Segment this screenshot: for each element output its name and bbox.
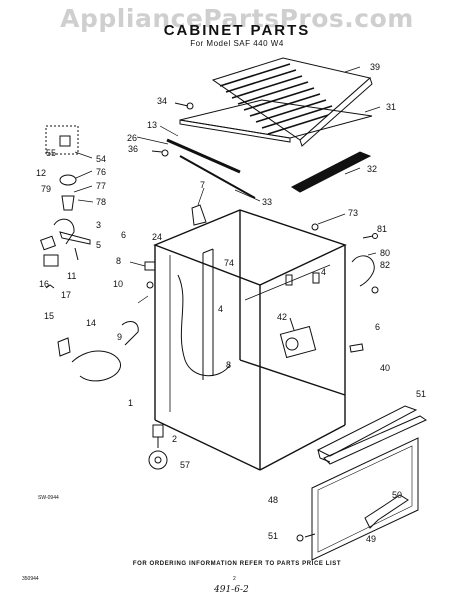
callout-74: 74 bbox=[224, 258, 234, 268]
callout-42: 42 bbox=[277, 312, 287, 322]
callout-5: 5 bbox=[96, 240, 101, 250]
callout-12: 12 bbox=[36, 168, 46, 178]
callout-78: 78 bbox=[96, 197, 106, 207]
page-number: 2 bbox=[233, 576, 236, 582]
callout-1: 1 bbox=[128, 398, 133, 408]
callout-80: 80 bbox=[380, 248, 390, 258]
callout-34: 34 bbox=[157, 96, 167, 106]
callout-2: 2 bbox=[172, 434, 177, 444]
motor bbox=[279, 317, 317, 359]
bracket-7 bbox=[191, 204, 207, 226]
wire-harness bbox=[177, 274, 231, 377]
callout-16: 16 bbox=[39, 279, 49, 289]
callout-39: 39 bbox=[370, 62, 380, 72]
callout-73: 73 bbox=[348, 208, 358, 218]
callout-57: 57 bbox=[180, 460, 190, 470]
callout-48: 48 bbox=[268, 495, 278, 505]
ordering-footer: FOR ORDERING INFORMATION REFER TO PARTS … bbox=[132, 561, 342, 567]
callout-14: 14 bbox=[86, 318, 96, 328]
callout-11: 11 bbox=[67, 271, 76, 281]
callout-9: 9 bbox=[117, 332, 122, 342]
callout-81: 81 bbox=[377, 224, 387, 234]
watermark: AppliancePartsPros.com bbox=[60, 4, 414, 33]
callout-51: 51 bbox=[416, 389, 426, 399]
callout-76: 76 bbox=[96, 167, 106, 177]
callout-79: 79 bbox=[41, 184, 51, 194]
callout-40: 40 bbox=[380, 363, 390, 373]
screw-36 bbox=[151, 149, 169, 157]
callout-15: 15 bbox=[44, 311, 54, 321]
left-parts-group bbox=[40, 125, 156, 382]
lower-access-panel bbox=[296, 437, 419, 561]
callout-55: 55 bbox=[46, 148, 56, 158]
callout-6: 6 bbox=[121, 230, 126, 240]
drawing-code: SW-0944 bbox=[38, 495, 59, 501]
page-code: 350944 bbox=[22, 576, 39, 582]
callout-13: 13 bbox=[147, 120, 157, 130]
callout-82: 82 bbox=[380, 260, 390, 270]
model-subtitle: For Model SAF 440 W4 bbox=[190, 39, 284, 48]
callout-4b: 4 bbox=[218, 304, 223, 314]
callout-36: 36 bbox=[128, 144, 138, 154]
cabinet-box bbox=[153, 209, 347, 471]
callout-77: 77 bbox=[96, 181, 106, 191]
screw-34 bbox=[174, 102, 194, 110]
callout-26: 26 bbox=[127, 133, 137, 143]
callout-24: 24 bbox=[152, 232, 162, 242]
diagram-title: CABINET PARTS bbox=[163, 22, 311, 39]
hose bbox=[351, 255, 375, 287]
callout-31: 31 bbox=[386, 102, 396, 112]
gasket-strip bbox=[290, 151, 372, 193]
callout-50: 50 bbox=[392, 490, 402, 500]
trim-strip bbox=[166, 138, 241, 174]
callout-8: 8 bbox=[116, 256, 121, 266]
front-toe-panel bbox=[316, 405, 428, 465]
callout-10: 10 bbox=[113, 279, 123, 289]
callout-54: 54 bbox=[96, 154, 106, 164]
callout-3: 3 bbox=[96, 220, 101, 230]
callout-32: 32 bbox=[367, 164, 377, 174]
caster bbox=[148, 424, 168, 470]
callout-6b: 6 bbox=[375, 322, 380, 332]
callout-49: 49 bbox=[366, 534, 376, 544]
callout-7: 7 bbox=[200, 180, 205, 190]
part-callouts: 39 34 31 13 26 36 32 55 54 12 76 77 79 7… bbox=[36, 62, 426, 544]
handwritten-note: 491-6-2 bbox=[214, 585, 249, 595]
callout-17: 17 bbox=[61, 290, 71, 300]
callout-8b: 8 bbox=[226, 360, 231, 370]
leader-lines bbox=[73, 66, 381, 304]
callout-51b: 51 bbox=[268, 531, 278, 541]
vertical-channel bbox=[202, 248, 214, 380]
callout-33: 33 bbox=[262, 197, 272, 207]
top-panel bbox=[211, 57, 373, 147]
callout-4: 4 bbox=[321, 267, 326, 277]
